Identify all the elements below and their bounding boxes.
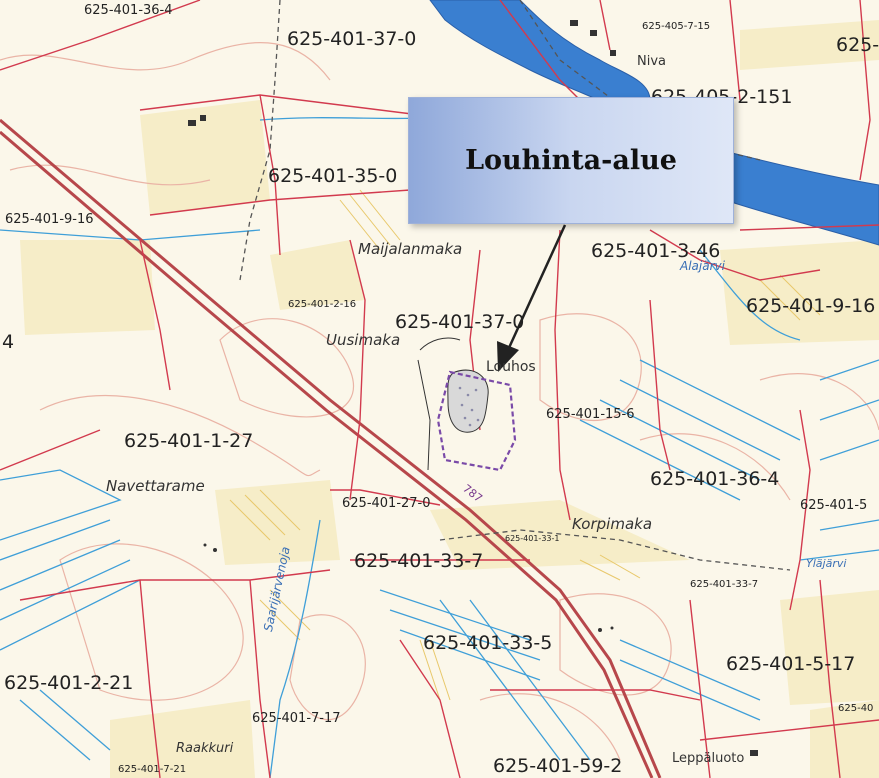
parcel-label: 625-401-7-17 — [252, 711, 341, 726]
callout-box: Louhinta-alue — [408, 97, 734, 224]
place-label: Leppäluoto — [672, 751, 745, 766]
parcel-label: 625-401-1-27 — [124, 430, 254, 452]
place-label: Navettarame — [106, 477, 205, 495]
parcel-label: 625-401-5 — [800, 498, 868, 513]
parcel-label: 4 — [2, 331, 15, 353]
parcel-label: 625-401-35-0 — [268, 165, 398, 187]
place-label: Raakkuri — [176, 741, 234, 756]
parcel-label: 625-401-3-46 — [591, 240, 721, 262]
place-label: Louhos — [486, 359, 536, 375]
place-label: Niva — [637, 54, 666, 69]
parcel-label: 625-401-33-7 — [690, 579, 759, 590]
parcel-label: 625-401-9-16 — [746, 295, 876, 317]
parcel-label: 625-401-37-0 — [395, 311, 525, 333]
parcel-label: 625-401-33-5 — [423, 632, 553, 654]
place-label: Maijalanmaka — [358, 240, 463, 258]
quarry-area — [417, 337, 517, 472]
parcel-label: 625-401-33-7 — [354, 550, 484, 572]
streams — [0, 117, 879, 778]
parcel-label: 625-401-2-16 — [288, 299, 357, 310]
parcel-label: 625-401-27-0 — [342, 496, 431, 511]
callout-arrow — [497, 224, 567, 372]
parcel-label: 625-401-33-1 — [505, 534, 560, 543]
contour-lines — [0, 41, 879, 761]
parcel-label: 625-401-5-17 — [726, 653, 856, 675]
parcel-label: 625-401-36-4 — [84, 3, 173, 18]
parcel-label: 625- — [836, 34, 879, 56]
parcel-label: 625-401-59-2 — [493, 755, 623, 777]
parcel-label: 625-401-7-21 — [118, 764, 187, 775]
place-label: Korpimaka — [572, 515, 653, 533]
callout-title: Louhinta-alue — [465, 145, 677, 176]
field-areas — [20, 20, 879, 778]
parcel-label: 625-401-9-16 — [5, 212, 94, 227]
lake-label: Alajärvi — [680, 259, 725, 273]
parcel-label: 625-401-2-21 — [4, 672, 134, 694]
place-label: Uusimaka — [326, 331, 401, 349]
parcel-label: 625-401-15-6 — [546, 407, 635, 422]
parcel-label: 625-401-37-0 — [287, 28, 417, 50]
lake-label: Yläjärvi — [806, 557, 847, 570]
parcel-label: 625-405-7-15 — [642, 21, 711, 32]
parcel-label: 625-401-36-4 — [650, 468, 780, 490]
parcel-label: 625-40 — [838, 703, 874, 714]
hatched-areas — [229, 189, 821, 701]
map-symbols — [188, 20, 758, 756]
main-road — [0, 118, 662, 778]
